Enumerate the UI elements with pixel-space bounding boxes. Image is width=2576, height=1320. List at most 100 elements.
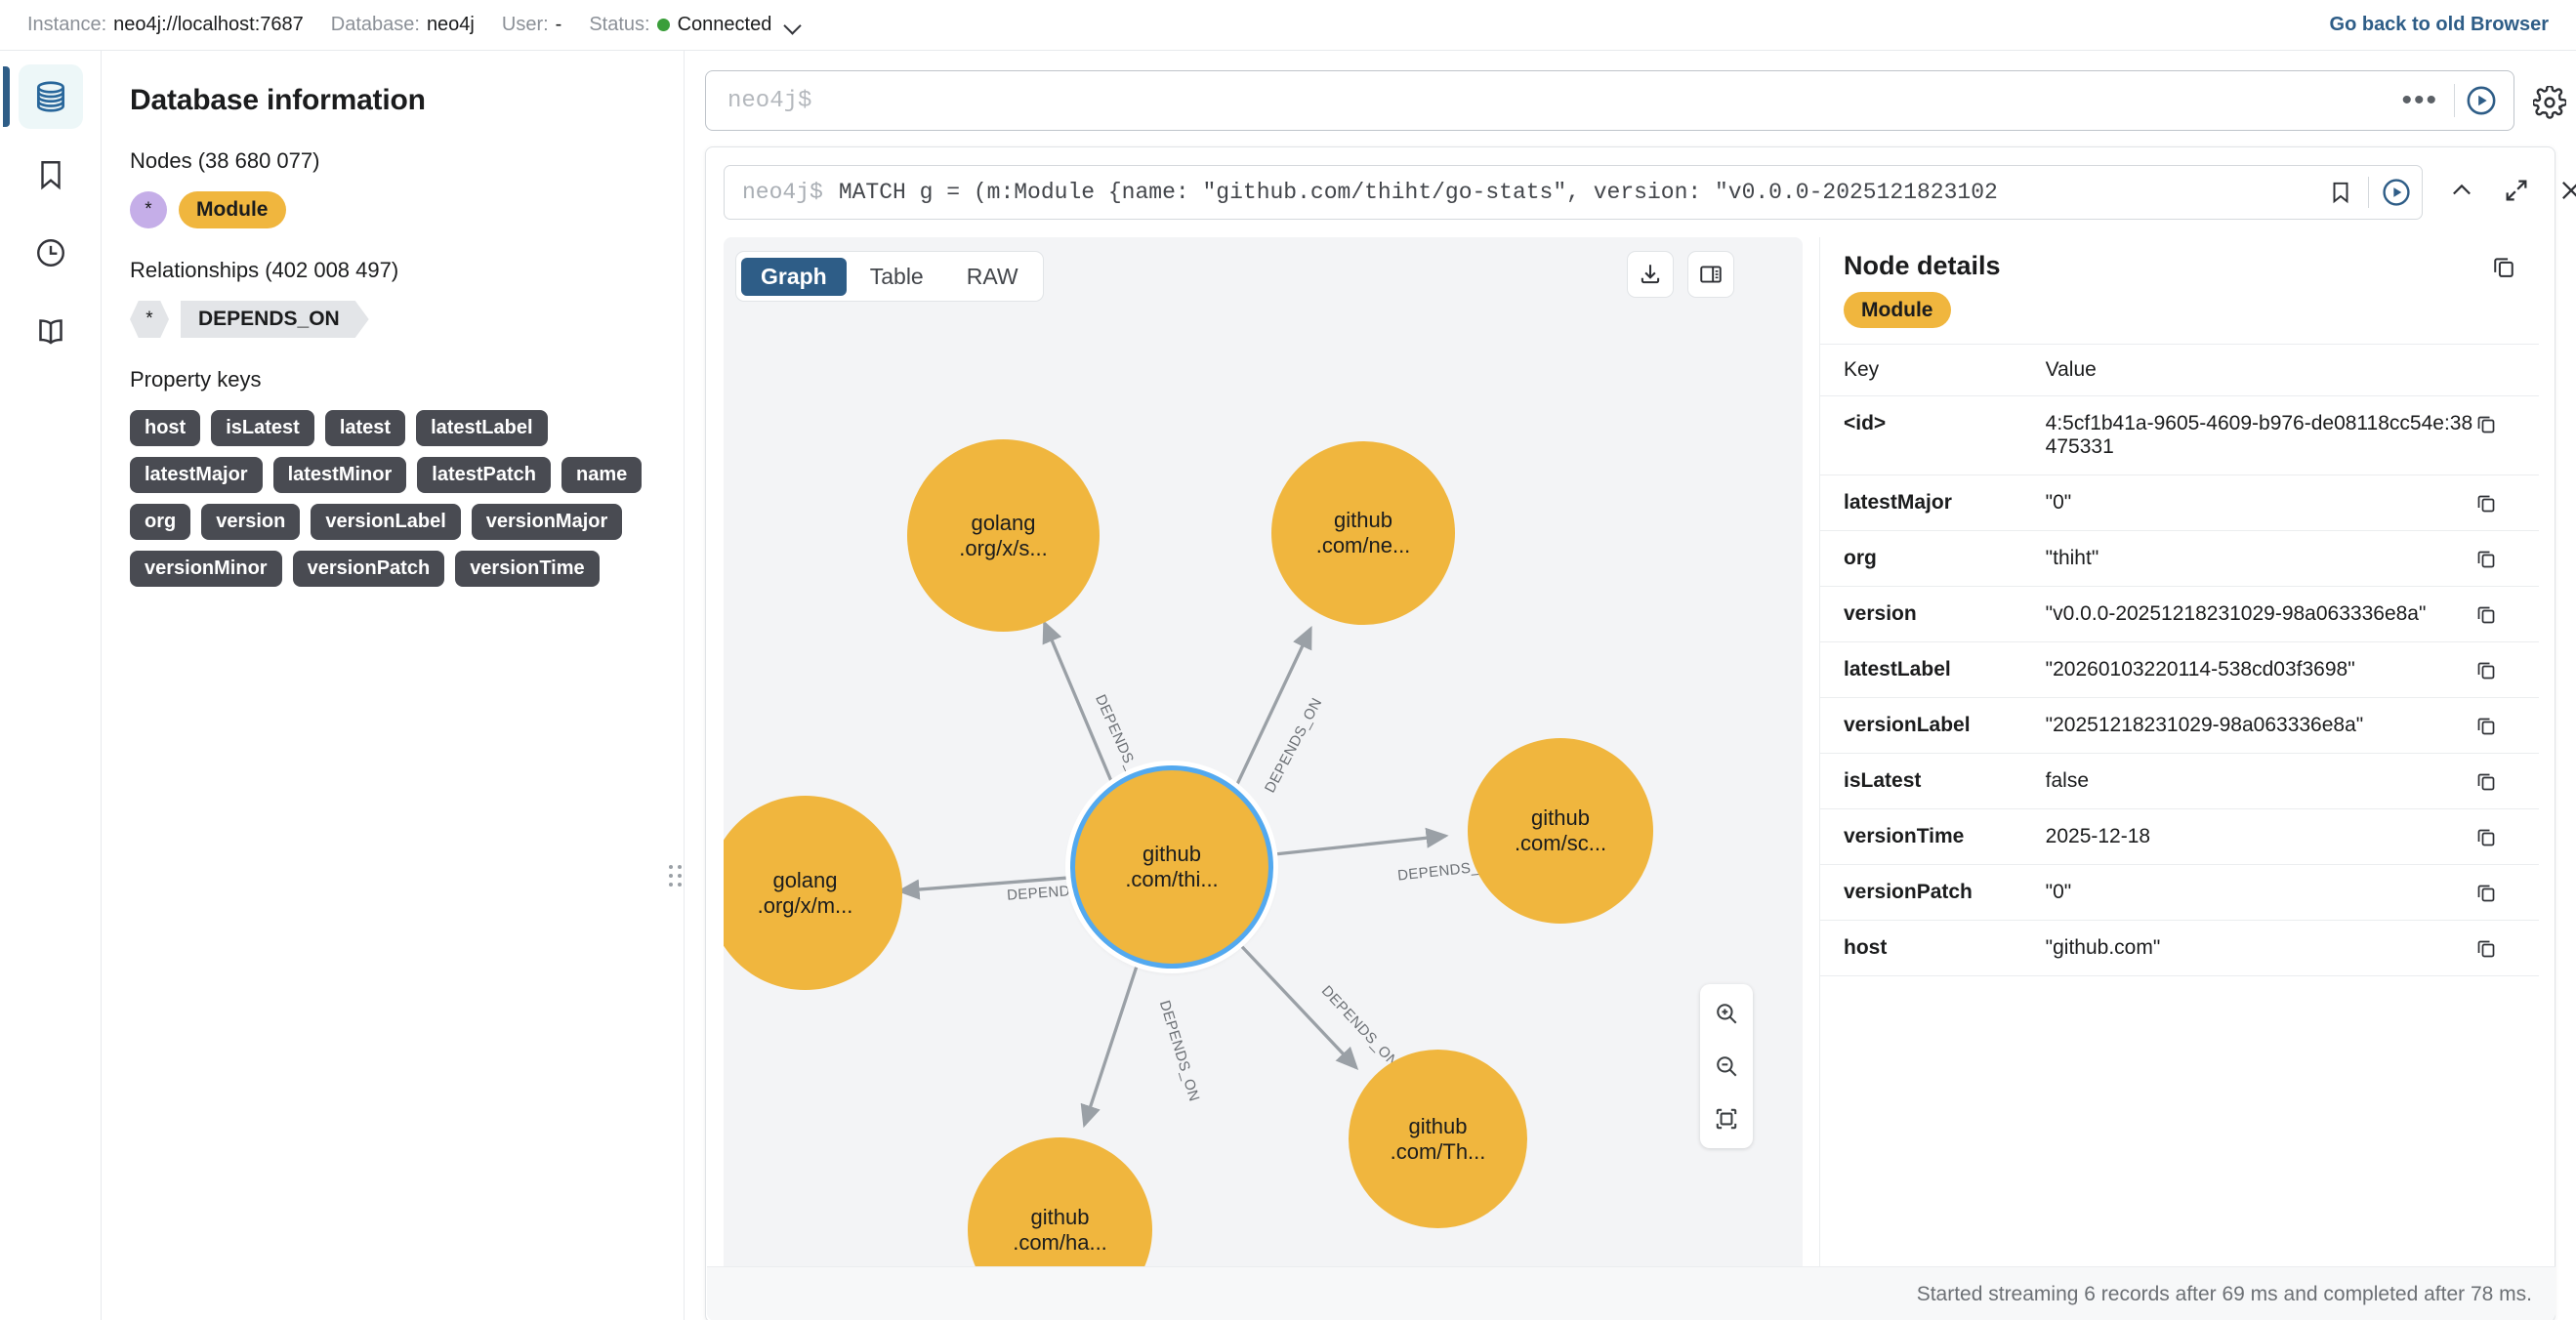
- frame-action-buttons: [2448, 177, 2576, 204]
- property-key-chip[interactable]: version: [201, 504, 301, 540]
- go-back-old-browser-link[interactable]: Go back to old Browser: [2329, 14, 2549, 35]
- property-key-chip[interactable]: versionTime: [455, 551, 600, 587]
- rel-star-chip[interactable]: *: [130, 301, 169, 338]
- sidebar-item-history[interactable]: [19, 221, 83, 285]
- graph-zoom-controls: [1700, 984, 1753, 1148]
- property-value: "github.com": [2045, 920, 2475, 976]
- run-query-button[interactable]: [2455, 84, 2508, 117]
- copy-row-button[interactable]: [2474, 530, 2539, 587]
- panel-resize-handle[interactable]: [667, 865, 683, 894]
- table-row: versionTime 2025-12-18: [1820, 808, 2539, 865]
- property-key-chip[interactable]: host: [130, 410, 201, 446]
- property-key: versionLabel: [1820, 697, 2046, 754]
- zoom-in-button[interactable]: [1705, 992, 1748, 1035]
- node-properties-scroll[interactable]: Key Value <id> 4:5cf1b41a-9605-4609-b976…: [1820, 344, 2539, 1320]
- main-content-area: neo4j$ ••• neo4j$ MATCH g = (m:Module {n…: [686, 51, 2576, 1320]
- query-editor-placeholder: neo4j$: [727, 87, 812, 114]
- copy-row-button[interactable]: [2474, 920, 2539, 976]
- download-button[interactable]: [1627, 251, 1674, 298]
- property-key: versionTime: [1820, 808, 2046, 865]
- relationship-line: [1227, 931, 1359, 1070]
- graph-node-selected[interactable]: github.com/thi...: [1070, 765, 1273, 969]
- frame-run-button[interactable]: [2375, 177, 2418, 208]
- page-title: Database information: [130, 84, 426, 116]
- graph-node[interactable]: golang.org/x/s...: [907, 439, 1100, 632]
- node-star-chip[interactable]: *: [130, 191, 167, 228]
- tab-graph[interactable]: Graph: [741, 257, 847, 296]
- relationship-line: [1042, 620, 1119, 795]
- settings-button[interactable]: [2533, 86, 2566, 119]
- copy-row-button[interactable]: [2474, 395, 2539, 475]
- save-as-favorite-button[interactable]: [2319, 180, 2362, 205]
- graph-node[interactable]: github.com/Th...: [1349, 1050, 1527, 1228]
- zoom-out-button[interactable]: [1705, 1045, 1748, 1088]
- fit-to-screen-button[interactable]: [1705, 1097, 1748, 1140]
- frame-query-prompt: neo4j$: [742, 180, 823, 205]
- nodes-heading: Nodes (38 680 077): [130, 148, 320, 173]
- copy-row-button[interactable]: [2474, 641, 2539, 698]
- property-key-chip[interactable]: versionMinor: [130, 551, 282, 587]
- property-key-chip[interactable]: latestMajor: [130, 457, 263, 493]
- graph-visualization-pane[interactable]: Graph Table RAW: [724, 237, 1803, 1301]
- relationship-line: [1080, 963, 1140, 1129]
- node-label-chip[interactable]: Module: [1844, 292, 1951, 328]
- instance-info: Instance: neo4j://localhost:7687: [27, 14, 304, 36]
- frame-collapse-button[interactable]: [2448, 177, 2475, 204]
- node-caption: github.com/sc...: [1514, 805, 1607, 855]
- copy-all-properties-button[interactable]: [2490, 253, 2517, 280]
- property-key-chip[interactable]: org: [130, 504, 191, 540]
- graph-node[interactable]: golang.org/x/m...: [724, 796, 902, 990]
- property-key-chip[interactable]: isLatest: [211, 410, 314, 446]
- rel-type-chip-depends-on[interactable]: DEPENDS_ON: [181, 301, 369, 338]
- bookmark-icon: [2333, 182, 2348, 204]
- sidebar-item-bookmarks[interactable]: [19, 143, 83, 207]
- copy-icon: [2477, 495, 2495, 513]
- frame-status-bar: Started streaming 6 records after 69 ms …: [707, 1266, 2555, 1320]
- connection-status[interactable]: Status: Connected: [589, 14, 803, 36]
- property-key-chip[interactable]: versionMajor: [471, 504, 623, 540]
- graph-canvas[interactable]: [724, 237, 1803, 1301]
- property-key-chip[interactable]: versionLabel: [311, 504, 461, 540]
- left-icon-rail: [0, 51, 102, 1320]
- main-query-editor[interactable]: neo4j$ •••: [705, 70, 2514, 131]
- table-row: latestLabel "20260103220114-538cd03f3698…: [1820, 641, 2539, 698]
- node-caption: github.com/Th...: [1390, 1113, 1486, 1164]
- frame-query-bar[interactable]: neo4j$ MATCH g = (m:Module {name: "githu…: [724, 165, 2423, 220]
- editor-more-button[interactable]: •••: [2401, 84, 2438, 116]
- property-key: latestLabel: [1820, 641, 2046, 698]
- sidebar-item-guides[interactable]: [19, 299, 83, 363]
- node-label-chip-module[interactable]: Module: [179, 191, 286, 228]
- graph-node[interactable]: github.com/ne...: [1271, 441, 1455, 625]
- copy-icon: [2477, 606, 2495, 624]
- copy-row-button[interactable]: [2474, 474, 2539, 531]
- frame-expand-button[interactable]: [2503, 177, 2530, 204]
- chevron-down-icon[interactable]: [785, 20, 803, 30]
- property-key: <id>: [1820, 395, 2046, 475]
- sidebar-item-database[interactable]: [2, 64, 83, 129]
- relationship-line: [896, 876, 1070, 900]
- table-row: isLatest false: [1820, 753, 2539, 809]
- property-key-chip[interactable]: latestPatch: [417, 457, 551, 493]
- copy-row-button[interactable]: [2474, 808, 2539, 865]
- table-header-row: Key Value: [1820, 344, 2539, 396]
- node-caption: golang.org/x/m...: [757, 867, 853, 918]
- property-key-chip[interactable]: latestLabel: [416, 410, 548, 446]
- copy-row-button[interactable]: [2474, 697, 2539, 754]
- tab-table[interactable]: Table: [869, 263, 924, 289]
- frame-query-text[interactable]: MATCH g = (m:Module {name: "github.com/t…: [838, 180, 1998, 205]
- copy-row-button[interactable]: [2474, 753, 2539, 809]
- property-key-chip[interactable]: name: [561, 457, 643, 493]
- property-value: "0": [2045, 864, 2475, 921]
- frame-close-button[interactable]: [2557, 177, 2576, 204]
- copy-row-button[interactable]: [2474, 586, 2539, 642]
- property-key-chip[interactable]: versionPatch: [292, 551, 445, 587]
- copy-icon: [2477, 885, 2495, 902]
- property-key-chip[interactable]: latestMinor: [272, 457, 407, 493]
- copy-row-button[interactable]: [2474, 864, 2539, 921]
- graph-node[interactable]: github.com/sc...: [1468, 738, 1653, 924]
- property-value: "v0.0.0-20251218231029-98a063336e8a": [2045, 586, 2475, 642]
- toggle-details-panel-button[interactable]: [1687, 251, 1734, 298]
- copy-icon: [2477, 829, 2495, 846]
- tab-raw[interactable]: RAW: [966, 263, 1018, 289]
- property-key-chip[interactable]: latest: [324, 410, 406, 446]
